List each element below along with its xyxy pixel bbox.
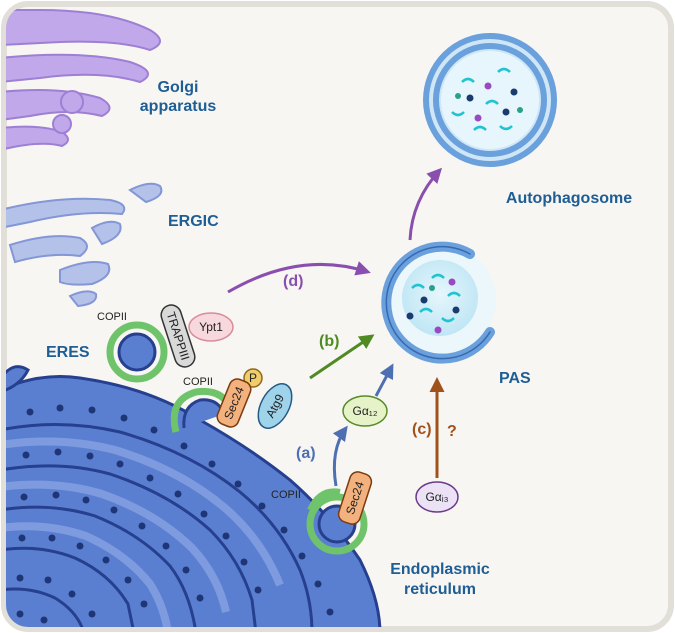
copii-vesicle-eres bbox=[106, 321, 168, 383]
autophagosome-cargo bbox=[451, 67, 523, 131]
arrow-galpha12-to-pas bbox=[374, 363, 394, 397]
phosphate-badge: P bbox=[243, 368, 263, 388]
er-label-line1: Endoplasmic bbox=[390, 561, 490, 578]
pas-structure bbox=[381, 241, 496, 364]
copii-label-top: COPII bbox=[97, 311, 127, 323]
pas-label: PAS bbox=[499, 370, 531, 387]
endoplasmic-reticulum-shape bbox=[6, 365, 382, 627]
phosphate-label: P bbox=[249, 371, 257, 385]
sec24-protein-bottom: Sec24 bbox=[337, 471, 373, 525]
golgi-apparatus-shape bbox=[6, 9, 161, 152]
copii-label-bottom: COPII bbox=[271, 489, 301, 501]
galpha12-label: Gα₁₂ bbox=[353, 404, 378, 418]
galphai3-label: Gαᵢ₃ bbox=[425, 490, 448, 504]
eres-label: ERES bbox=[46, 344, 90, 361]
pas-cargo bbox=[406, 273, 461, 334]
step-c-label: (c) bbox=[412, 421, 432, 438]
arrow-b bbox=[309, 334, 375, 380]
galpha12-protein: Gα₁₂ bbox=[342, 395, 388, 427]
sec24-protein-middle: Sec24 bbox=[216, 378, 252, 428]
galphai3-protein: Gαᵢ₃ bbox=[415, 481, 459, 513]
autophagosome-structure bbox=[423, 33, 557, 167]
question-mark-label: ? bbox=[447, 423, 457, 440]
ergic-label: ERGIC bbox=[168, 213, 219, 230]
golgi-label-line2: apparatus bbox=[140, 98, 217, 115]
atg9-protein: Atg9 bbox=[257, 383, 293, 429]
arrow-a bbox=[332, 425, 348, 487]
step-b-label: (b) bbox=[319, 333, 339, 350]
arrow-pas-to-autophagosome bbox=[408, 167, 443, 241]
ypt1-protein: Ypt1 bbox=[188, 312, 234, 342]
autophagosome-label: Autophagosome bbox=[506, 190, 632, 207]
ypt1-label: Ypt1 bbox=[199, 320, 223, 334]
golgi-label-line1: Golgi bbox=[158, 79, 199, 96]
ergic-shape bbox=[6, 182, 163, 308]
copii-label-middle: COPII bbox=[183, 376, 213, 388]
step-d-label: (d) bbox=[283, 273, 303, 290]
step-a-label: (a) bbox=[296, 445, 316, 462]
er-label-line2: reticulum bbox=[404, 581, 476, 598]
arrow-d bbox=[227, 261, 371, 294]
